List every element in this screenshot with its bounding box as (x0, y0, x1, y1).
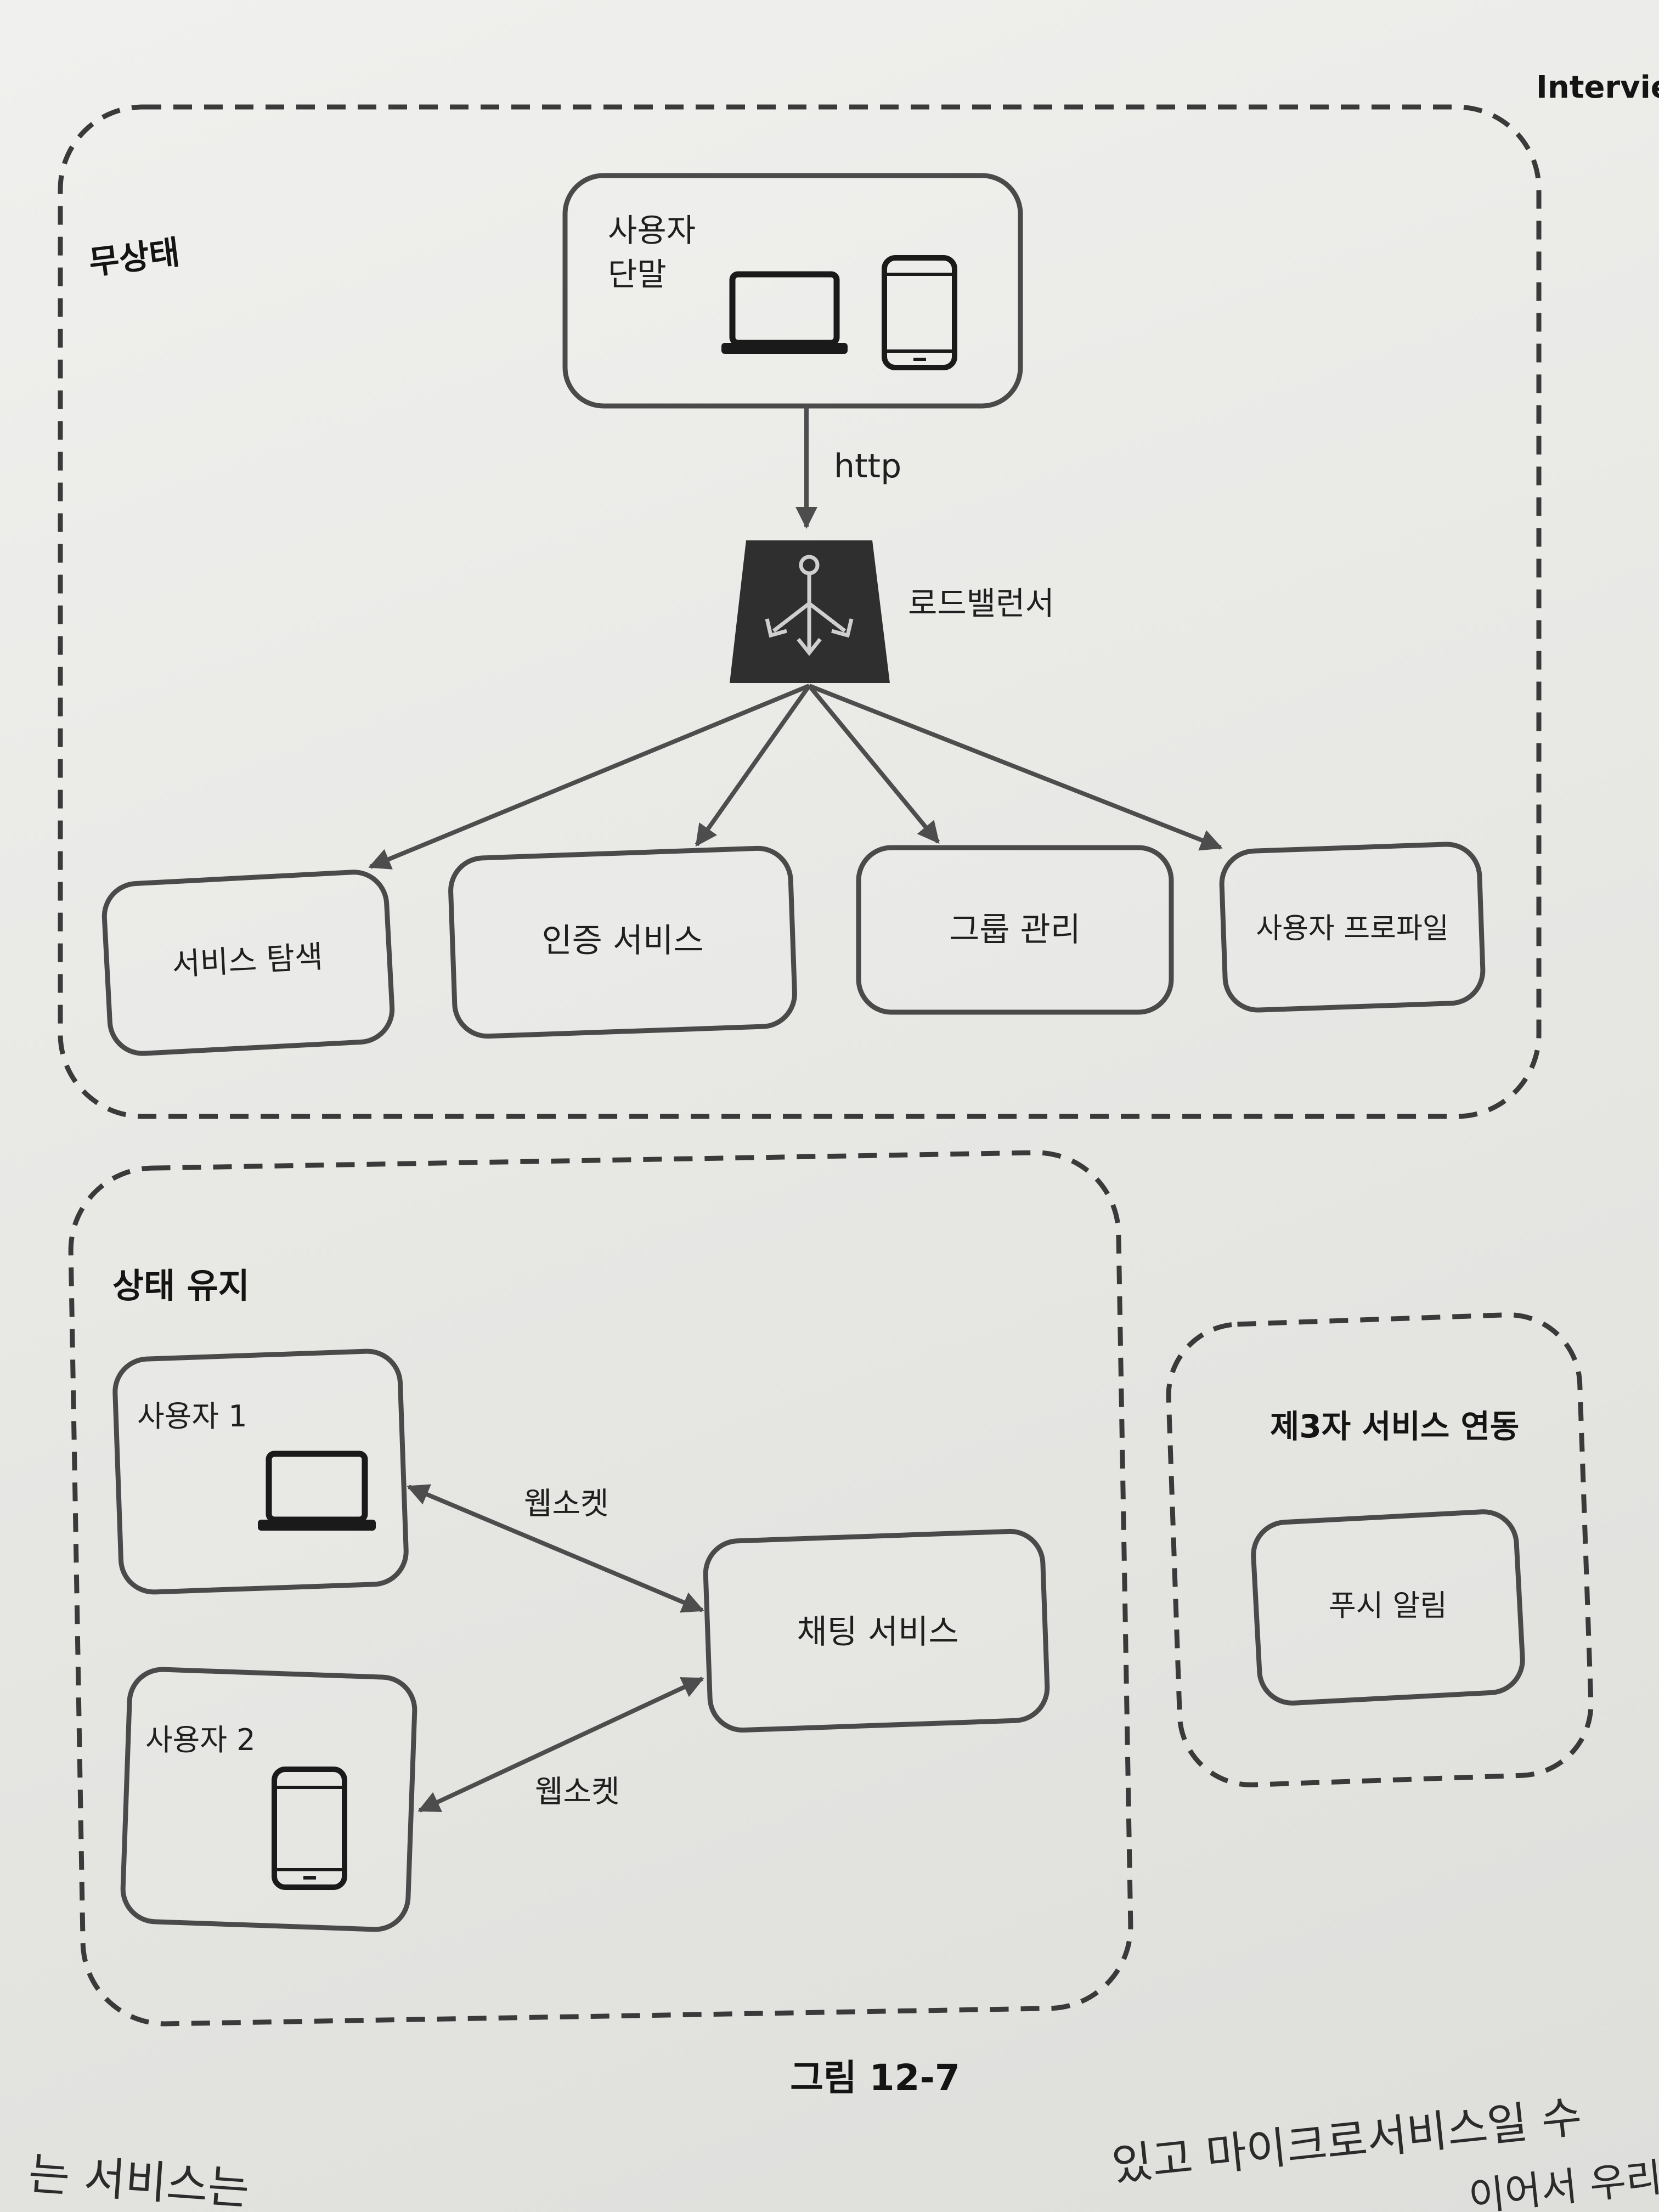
push-notification-label: 푸시 알림 (1329, 1588, 1447, 1623)
laptop-icon (258, 1451, 376, 1531)
stateless-group-label: 무상태 (87, 233, 182, 283)
load-balancer-label: 로드밸런서 (908, 585, 1054, 622)
chat-service-node (703, 1528, 1050, 1733)
user1-label: 사용자 1 (137, 1399, 247, 1434)
chat-service-label: 채팅 서비스 (797, 1613, 958, 1651)
footer-text-left: 는 서비스는 (27, 2148, 251, 2212)
user2-node (120, 1667, 417, 1932)
stateful-group-boundary (68, 1150, 1133, 2027)
auth-service-node (448, 845, 797, 1039)
user-profile-label: 사용자 프로파일 (1256, 912, 1448, 945)
user-device-node (562, 173, 1023, 409)
user2-label: 사용자 2 (145, 1723, 256, 1757)
user-profile-node (1219, 842, 1486, 1013)
lb-to-service-discovery-edge (368, 684, 810, 870)
user-device-label-line1: 사용자 (608, 212, 696, 249)
figure-caption: 그림 12-7 (790, 2057, 960, 2099)
auth-service-label: 인증 서비스 (541, 922, 703, 960)
smartphone-icon (882, 255, 957, 370)
http-edge-label: http (834, 447, 901, 486)
third-party-group-label: 제3자 서비스 연동 (1270, 1408, 1519, 1445)
websocket-edge-user2-label: 웹소켓 (535, 1774, 620, 1810)
running-header: Interview (1536, 70, 1659, 105)
user-device-label-line2: 단말 (608, 256, 667, 293)
user1-node (112, 1348, 409, 1595)
websocket-edge-user1 (407, 1484, 704, 1613)
load-balancer-icon (730, 540, 890, 683)
push-notification-node (1251, 1509, 1525, 1706)
group-management-label: 그룹 관리 (949, 911, 1081, 949)
group-management-node (856, 845, 1174, 1015)
smartphone-icon (272, 1767, 347, 1890)
lb-to-user-profile-edge (808, 684, 1223, 851)
laptop-icon (721, 271, 848, 354)
lb-to-group-management-edge (807, 684, 940, 844)
service-discovery-label: 서비스 탐색 (171, 939, 324, 983)
websocket-edge-user1-label: 웹소켓 (524, 1486, 609, 1522)
service-discovery-node (101, 870, 395, 1056)
third-party-group-boundary (1166, 1312, 1594, 1787)
lb-to-auth-service-edge (695, 684, 811, 847)
footer-text-right-2: 이어서 우리 (1466, 2154, 1659, 2212)
websocket-edge-user2 (417, 1677, 704, 1813)
stateless-group-boundary (58, 104, 1542, 1119)
stateful-group-label: 상태 유지 (112, 1266, 250, 1306)
